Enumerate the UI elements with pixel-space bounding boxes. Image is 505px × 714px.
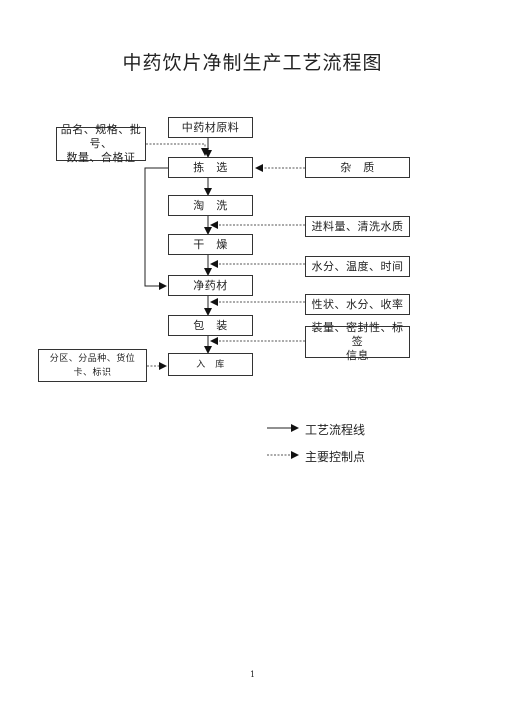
legend-control-point-label: 主要控制点 [305,450,366,464]
step-washing: 淘 洗 [168,195,253,216]
step-storage: 入 库 [168,353,253,376]
raw-info-line-2: 数量、合格证 [66,151,136,164]
step-packaging: 包 装 [168,315,253,336]
step-picking: 拣 选 [168,157,253,178]
arrow-raw-info [146,143,209,156]
control-clean-material: 性状、水分、收率 [305,294,410,315]
control-packaging: 装量、密封性、标签 信息 [305,321,410,362]
raw-info-line-1: 品名、规格、批号、 [60,123,142,150]
step-clean-material: 净药材 [168,275,253,296]
raw-info-box: 品名、规格、批号、 数量、合格证 [56,123,146,164]
page-number: 1 [249,670,256,679]
control-washing: 进料量、清洗水质 [305,216,410,237]
step-raw-material: 中药材原料 [168,117,253,138]
control-packaging-line-1: 装量、密封性、标签 [311,321,404,348]
control-impurity: 杂 质 [305,157,410,178]
control-packaging-line-2: 信息 [346,349,369,362]
control-drying: 水分、温度、时间 [305,256,410,277]
page-title: 中药饮片净制生产工艺流程图 [122,52,383,74]
store-info-line-2: 卡、标识 [73,367,112,378]
step-drying: 干 燥 [168,234,253,255]
arrow-bypass-to-clean [144,167,168,290]
legend-process-line-label: 工艺流程线 [305,423,366,437]
store-info-box: 分区、分品种、货位 卡、标识 [38,349,147,382]
store-info-line-1: 分区、分品种、货位 [49,353,136,364]
